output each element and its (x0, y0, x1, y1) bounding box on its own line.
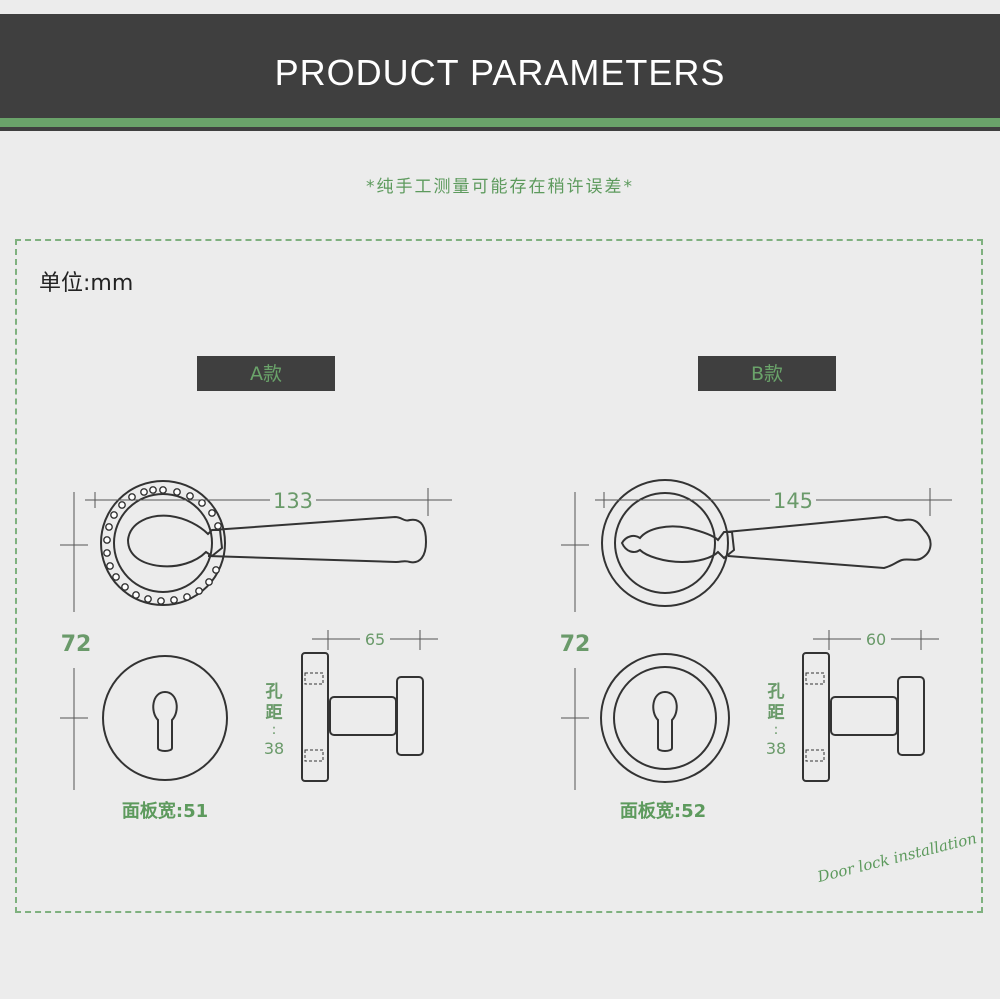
dimension-lines (60, 488, 952, 790)
variant-b-height: 72 (560, 632, 591, 657)
variant-a-hole-char-2: 距 (266, 703, 283, 723)
variant-a-hole-distance: 38 (264, 739, 284, 758)
header-bar: PRODUCT PARAMETERS (0, 14, 1000, 118)
variant-b-side-view (802, 652, 925, 782)
variant-a-hole-char-3: : (272, 722, 277, 738)
variant-a-escutcheon (102, 655, 228, 781)
variant-b-hole-char-2: 距 (768, 703, 785, 723)
variant-b-escutcheon (600, 653, 730, 783)
header-green-stripe (0, 118, 1000, 127)
variant-b-hole-char-3: : (774, 722, 779, 738)
variant-a-side-view (301, 652, 424, 782)
variant-b-spindle-length: 60 (866, 630, 886, 649)
variant-b-hole-char-1: 孔 (768, 682, 785, 702)
variant-b-hole-distance: 38 (766, 739, 786, 758)
page-title: PRODUCT PARAMETERS (274, 52, 726, 93)
variant-a-spindle-length: 65 (365, 630, 385, 649)
variant-a-panel-width: 面板宽:51 (121, 801, 209, 822)
variant-b-panel-width: 面板宽:52 (619, 801, 707, 822)
unit-label: 单位:mm (39, 271, 134, 296)
measurement-note: *纯手工测量可能存在稍许误差* (366, 177, 634, 197)
variant-a-lever-drawing (100, 480, 428, 606)
variant-a-height: 72 (61, 632, 92, 657)
variant-a-rose-beads (103, 486, 222, 605)
variant-a-hole-char-1: 孔 (266, 682, 283, 702)
variant-b-lever-length: 145 (773, 489, 813, 513)
parameters-frame (15, 239, 983, 913)
variant-b-badge: B款 (698, 356, 836, 391)
variant-a-lever-length: 133 (273, 489, 313, 513)
variant-a-badge: A款 (197, 356, 335, 391)
header-dark-stripe (0, 127, 1000, 131)
variant-b-lever-drawing (601, 479, 932, 607)
